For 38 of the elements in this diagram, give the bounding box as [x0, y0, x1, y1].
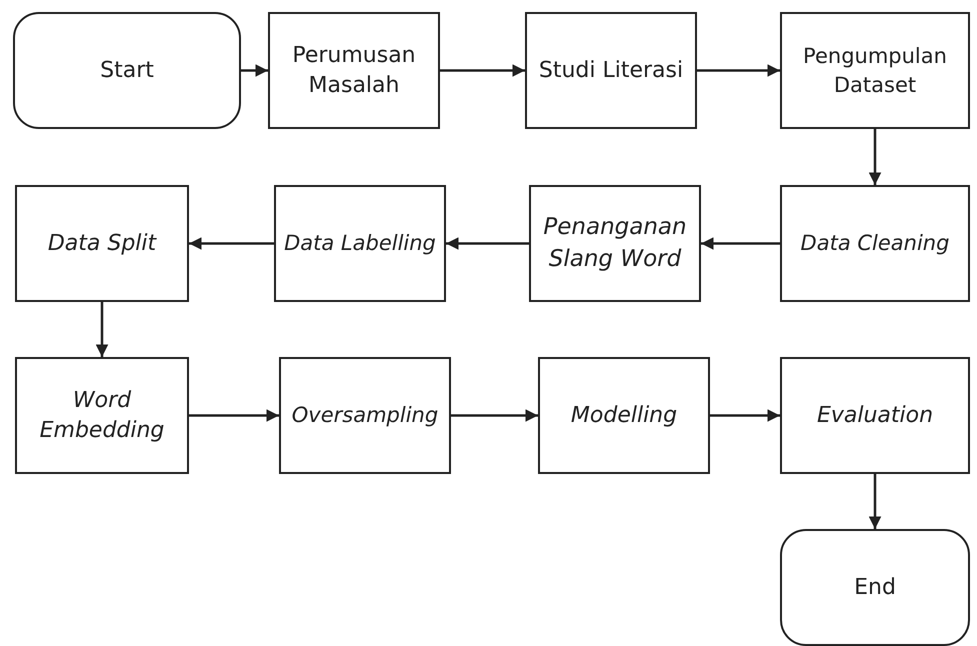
process-box	[780, 357, 970, 474]
arrow	[440, 64, 525, 77]
process-box	[274, 185, 446, 302]
node-label: Start	[100, 56, 154, 85]
arrow	[697, 64, 780, 77]
node-label: End	[854, 574, 896, 602]
node-label: Evaluation	[816, 402, 934, 430]
process-box	[15, 357, 189, 474]
arrow	[96, 302, 108, 357]
process-box	[538, 357, 710, 474]
node-label: Studi Literasi	[538, 56, 684, 85]
node-label: Penanganan Slang Word	[542, 213, 688, 274]
node-label: Pengumpulan Dataset	[802, 43, 948, 98]
node-label: Perumusan Masalah	[291, 42, 417, 100]
process-box	[780, 185, 970, 302]
arrow	[189, 237, 274, 250]
process-box	[525, 12, 697, 129]
arrow	[189, 409, 279, 422]
node-label: Data Split	[48, 230, 156, 258]
terminal-box	[13, 12, 241, 129]
arrow	[710, 409, 780, 422]
process-box	[15, 185, 189, 302]
arrow	[868, 474, 882, 529]
node-label: Data Labelling	[284, 230, 436, 258]
process-box	[268, 12, 440, 129]
process-box	[529, 185, 701, 302]
arrow	[451, 409, 538, 422]
arrow	[701, 237, 780, 250]
node-label: Word Embedding	[38, 386, 166, 444]
node-label: Data Cleaning	[800, 230, 950, 258]
process-box	[780, 12, 970, 129]
arrow	[241, 64, 268, 77]
node-label: Modelling	[570, 402, 678, 430]
terminal-box	[780, 529, 970, 646]
arrow	[446, 237, 529, 250]
node-label: Oversampling	[292, 402, 438, 430]
arrow	[868, 129, 882, 185]
process-box	[279, 357, 451, 474]
